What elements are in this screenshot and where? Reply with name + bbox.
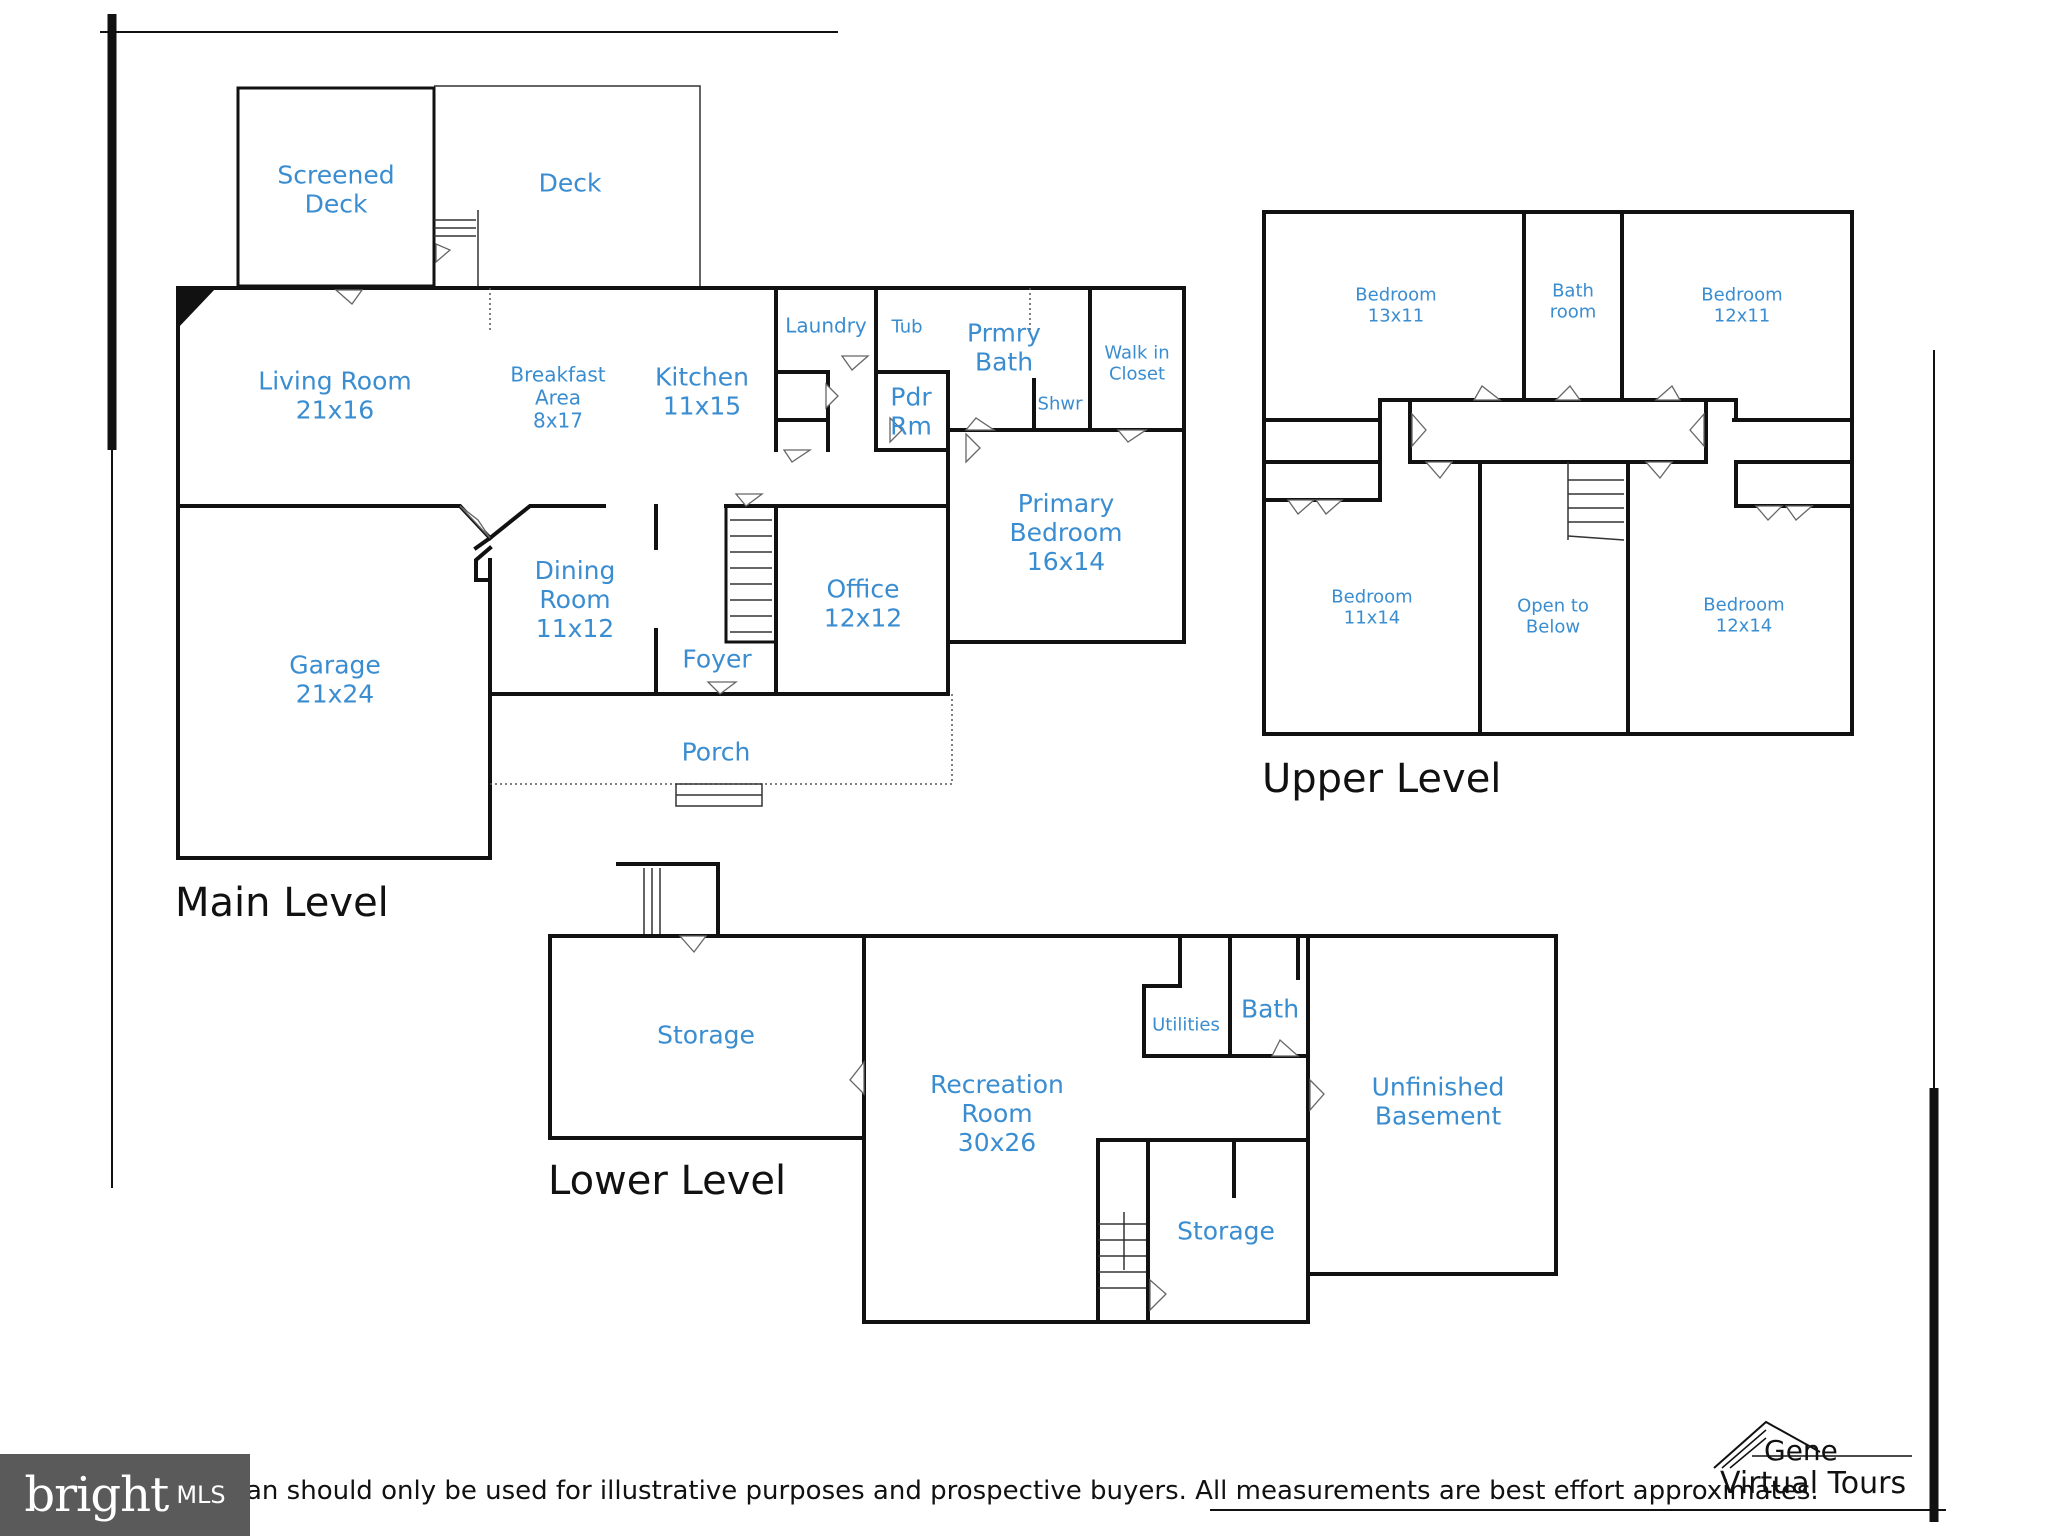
room-shower: Shwr — [1037, 393, 1083, 415]
room-foyer: Foyer — [682, 644, 752, 674]
upper-level-plan — [1262, 210, 1854, 736]
main-level-title: Main Level — [175, 880, 389, 926]
page-frame — [100, 14, 1946, 1522]
lower-level-title: Lower Level — [548, 1158, 787, 1204]
mls-suffix: MLS — [176, 1481, 226, 1509]
room-porch: Porch — [681, 737, 751, 767]
upper-level-title: Upper Level — [1262, 756, 1502, 802]
main-level-plan — [176, 85, 1186, 860]
logo-line-2: Virtual Tours — [1720, 1466, 1907, 1501]
lower-level-plan — [548, 862, 1558, 1324]
room-laundry: Laundry — [785, 313, 867, 338]
room-lower-storage: Storage — [657, 1020, 755, 1050]
room-deck: Deck — [538, 168, 602, 198]
logo-roof-icon — [1713, 1420, 1912, 1469]
room-lower-bath: Bath — [1240, 994, 1300, 1024]
room-tub: Tub — [891, 316, 923, 338]
gene-virtual-tours-logo: Gene Virtual Tours — [1712, 1416, 1920, 1506]
mls-word: bright — [24, 1467, 169, 1523]
room-lower-storage-2: Storage — [1177, 1216, 1275, 1246]
room-utilities: Utilities — [1152, 1014, 1220, 1036]
logo-line-1: Gene — [1764, 1434, 1838, 1467]
bright-mls-watermark: bright MLS — [0, 1454, 250, 1536]
disclaimer-text: an should only be used for illustrative … — [246, 1476, 1819, 1506]
